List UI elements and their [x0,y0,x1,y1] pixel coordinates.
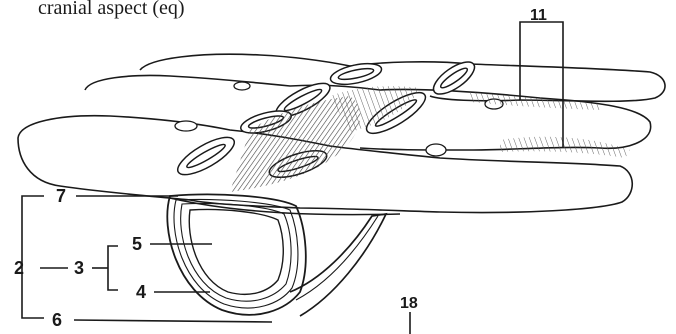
label-5: 5 [132,234,142,254]
facet-6 [173,130,239,181]
leader-11 [520,22,563,148]
label-3: 3 [74,258,84,278]
strap-outer [290,214,386,316]
leader-2-bracket [22,196,44,318]
label-7: 7 [56,186,66,206]
figure-caption: cranial aspect (eq) [38,0,185,19]
label-18: 18 [400,295,418,312]
leader-6 [74,320,272,322]
bone-lower-contour [170,198,400,215]
label-6: 6 [52,310,62,330]
label-11: 11 [530,7,547,24]
leader-3-bracket [108,246,118,290]
label-4: 4 [136,282,146,302]
label-2: 2 [14,258,24,278]
strap-inner [296,216,378,300]
